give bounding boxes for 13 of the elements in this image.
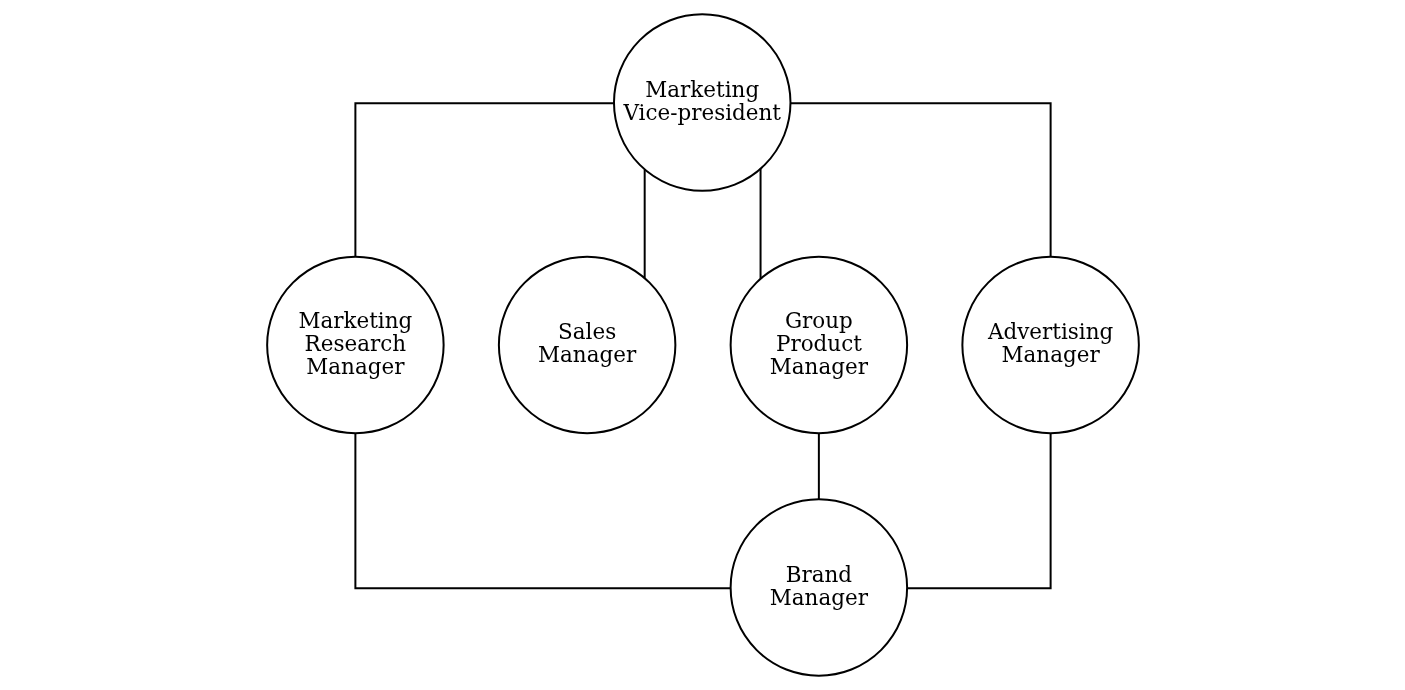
node-circle: Sales Manager [497, 255, 676, 435]
node-circle: Brand Manager [729, 498, 908, 677]
node-circle: Advertising Manager [960, 255, 1140, 435]
connector [353, 102, 615, 258]
node-circle: Marketing Research Manager [265, 255, 445, 435]
connector [817, 432, 820, 500]
node-circle: Marketing Vice-president [612, 13, 791, 192]
connector [353, 432, 732, 590]
connector [643, 168, 646, 279]
connector [759, 167, 762, 280]
connector [905, 432, 1052, 590]
node-circle: Group Product Manager [729, 255, 908, 435]
connector [789, 102, 1052, 258]
